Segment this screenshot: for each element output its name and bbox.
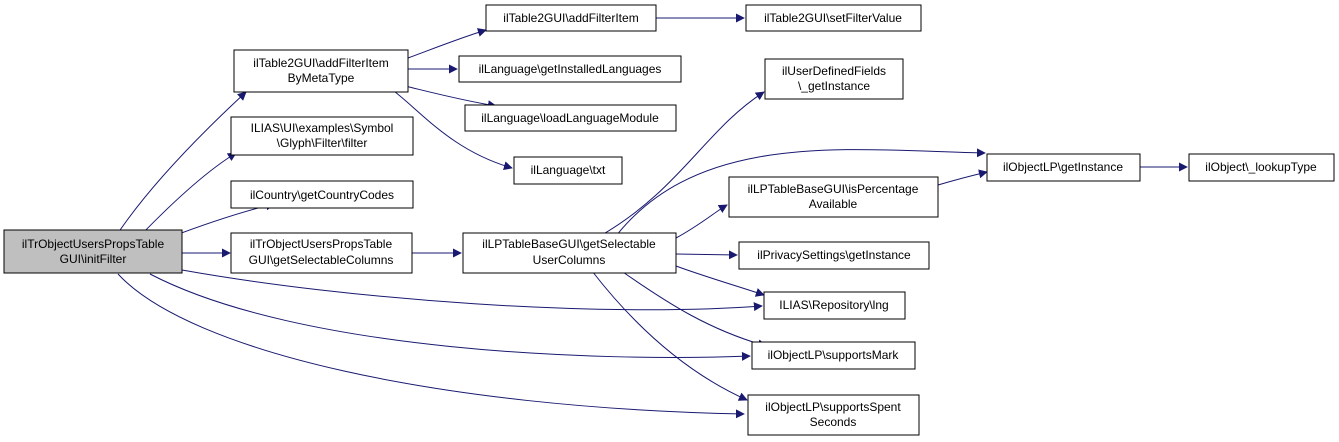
node-is-percentage-available[interactable]: ilLPTableBaseGUI\isPercentage Available xyxy=(728,176,939,218)
node-tr-get-selectable-columns[interactable]: ilTrObjectUsersPropsTable GUI\getSelecta… xyxy=(230,232,413,274)
edge-lpselectable-to-objectlp-getinstance xyxy=(615,148,986,237)
node-label-line: ilPrivacySettings\getInstance xyxy=(757,248,911,262)
node-lp-get-selectable-user-columns[interactable]: ilLPTableBaseGUI\getSelectable UserColum… xyxy=(462,232,677,274)
node-init-filter[interactable]: ilTrObjectUsersPropsTable GUI\initFilter xyxy=(3,229,183,274)
node-label-line: ilLanguage\loadLanguageModule xyxy=(481,111,659,125)
edge-root-to-supports-mark xyxy=(149,273,751,361)
node-label-line: ilTable2GUI\addFilterItem xyxy=(253,56,388,70)
node-label-line: ilTrObjectUsersPropsTable xyxy=(250,237,393,251)
node-load-language-module[interactable]: ilLanguage\loadLanguageModule xyxy=(464,104,677,132)
edge-lpselectable-to-supports-mark xyxy=(619,269,767,349)
node-label-line: \Glyph\Filter\filter xyxy=(277,136,368,150)
node-add-filter-item[interactable]: ilTable2GUI\addFilterItem xyxy=(485,4,657,32)
node-label-line: ILIAS\Repository\lng xyxy=(779,298,888,312)
node-label-line: ilTrObjectUsersPropsTable xyxy=(22,237,165,251)
node-set-filter-value[interactable]: ilTable2GUI\setFilterValue xyxy=(745,4,922,32)
node-add-filter-item-by-meta-type[interactable]: ilTable2GUI\addFilterItem ByMetaType xyxy=(233,49,409,93)
edge-metatype-to-addfilteritem xyxy=(407,28,487,59)
edge-root-to-addfilteritembymetatype xyxy=(115,91,247,237)
node-get-installed-languages[interactable]: ilLanguage\getInstalledLanguages xyxy=(458,55,682,83)
edge-lpselectable-to-udf-getinstance xyxy=(599,91,765,237)
node-label-line: ilTable2GUI\setFilterValue xyxy=(764,11,902,25)
node-label-line: ilObjectLP\supportsMark xyxy=(768,348,900,362)
node-supports-spent-seconds[interactable]: ilObjectLP\supportsSpent Seconds xyxy=(747,394,920,436)
edge-lpselectable-to-ispercentage xyxy=(675,204,728,239)
node-repository-lng[interactable]: ILIAS\Repository\lng xyxy=(763,291,906,320)
edge-lpselectable-to-privacy xyxy=(675,250,738,260)
node-label-line: GUI\initFilter xyxy=(60,252,127,266)
node-label-line: \_getInstance xyxy=(798,79,870,93)
node-lookup-type[interactable]: ilObject\_lookupType xyxy=(1188,153,1335,182)
node-symbol-glyph-filter[interactable]: ILIAS\UI\examples\Symbol \Glyph\Filter\f… xyxy=(230,116,414,156)
node-label-line: ilObjectLP\getInstance xyxy=(1003,160,1123,174)
node-objectlp-get-instance[interactable]: ilObjectLP\getInstance xyxy=(986,153,1141,182)
edge-root-to-repository-lng xyxy=(181,269,763,312)
node-label-line: ilTable2GUI\addFilterItem xyxy=(503,11,638,25)
node-label-line: ilObject\_lookupType xyxy=(1205,160,1317,174)
node-language-txt[interactable]: ilLanguage\txt xyxy=(513,156,623,185)
node-label-line: ILIAS\UI\examples\Symbol xyxy=(251,121,394,135)
node-label-line: ilLanguage\getInstalledLanguages xyxy=(479,62,662,76)
node-label-line: ilObjectLP\supportsSpent xyxy=(765,400,901,414)
node-label-line: GUI\getSelectableColumns xyxy=(249,253,394,267)
node-label-line: UserColumns xyxy=(533,253,606,267)
edge-ispercentage-to-objectlp-getinstance xyxy=(937,169,988,186)
node-label-line: Available xyxy=(809,197,858,211)
node-label-line: Seconds xyxy=(810,415,857,429)
node-supports-mark[interactable]: ilObjectLP\supportsMark xyxy=(751,341,916,370)
node-label-line: ilLPTableBaseGUI\getSelectable xyxy=(482,237,656,251)
edges xyxy=(115,13,1188,419)
node-label-line: ByMetaType xyxy=(288,71,355,85)
edge-lpselectable-to-supports-spent-seconds xyxy=(591,270,748,401)
edge-metatype-to-load-language-module xyxy=(404,85,497,110)
node-label-line: ilUserDefinedFields xyxy=(782,64,886,78)
node-privacy-get-instance[interactable]: ilPrivacySettings\getInstance xyxy=(738,241,930,270)
node-label-line: ilLanguage\txt xyxy=(531,163,606,177)
edge-lpselectable-to-repository-lng xyxy=(675,265,765,297)
node-udf-get-instance[interactable]: ilUserDefinedFields \_getInstance xyxy=(764,58,904,100)
node-label-line: ilCountry\getCountryCodes xyxy=(250,188,394,202)
node-label-line: ilLPTableBaseGUI\isPercentage xyxy=(748,182,919,196)
edge-root-to-symbol-filter xyxy=(139,152,237,237)
edge-metatype-to-txt xyxy=(389,87,513,171)
node-country-codes[interactable]: ilCountry\getCountryCodes xyxy=(230,180,414,209)
edge-root-to-supports-spent-seconds xyxy=(117,273,745,419)
